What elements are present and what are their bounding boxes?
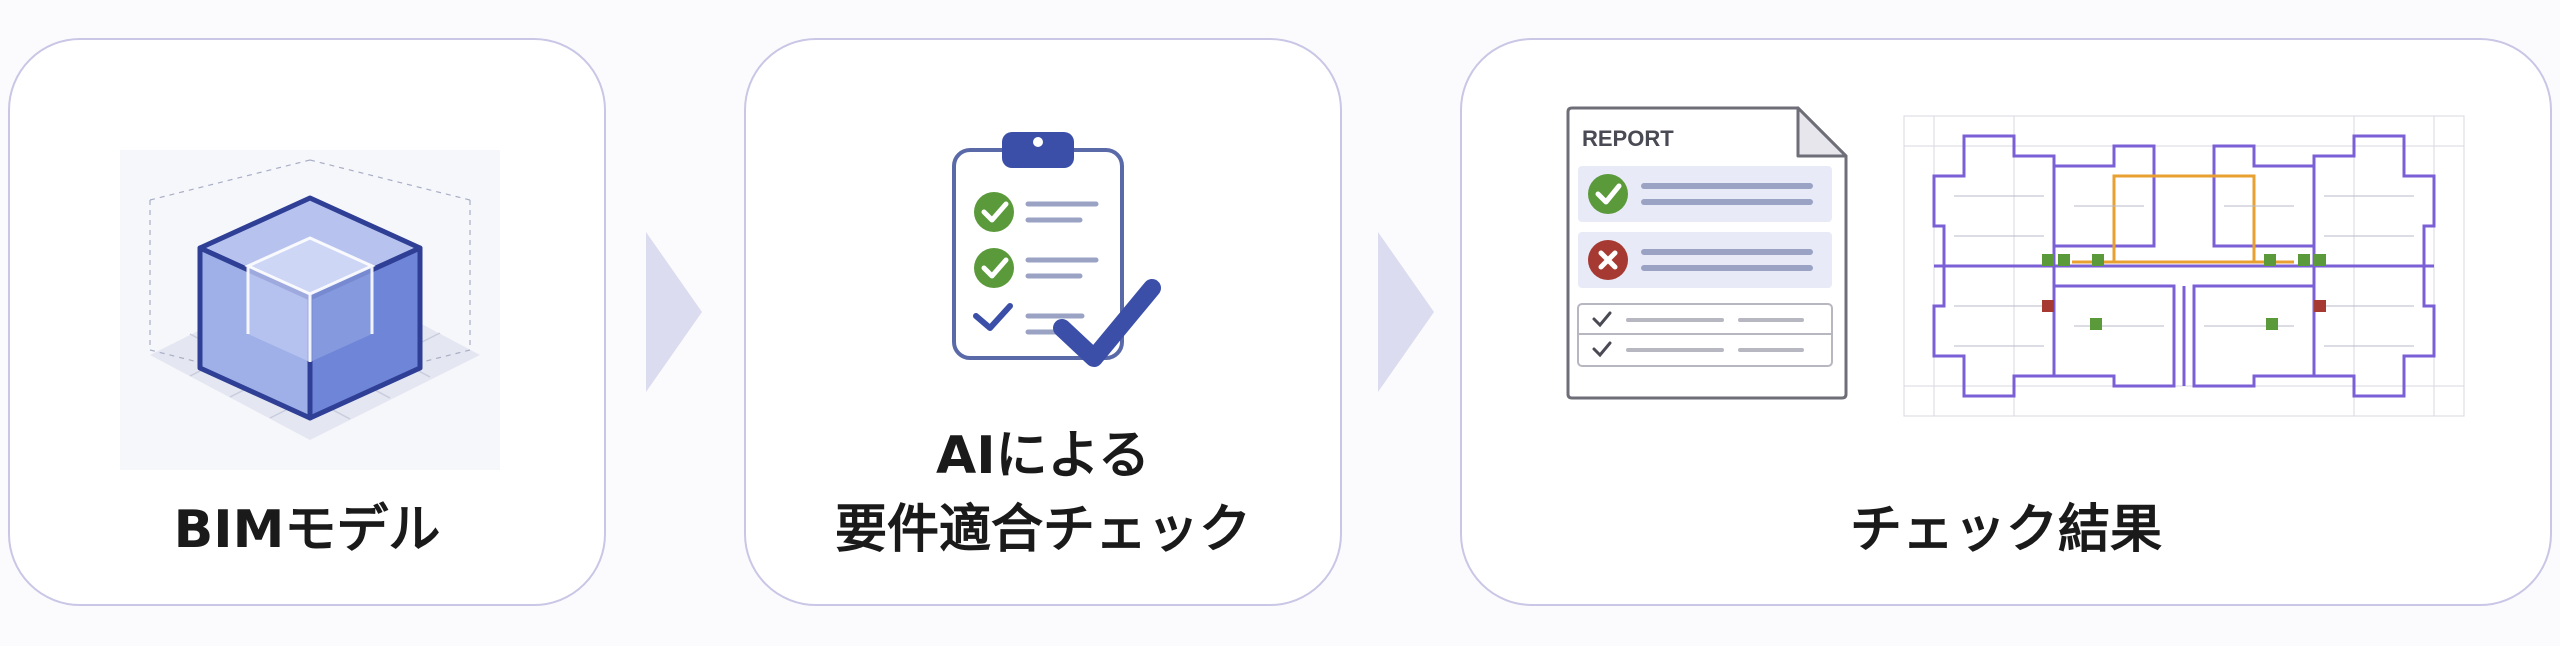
chevron-right-icon [1378,232,1434,392]
report-document-icon: REPORT [1566,106,1848,400]
chevron-right-icon [646,232,702,392]
step-label-check-results: チェック結果 [1849,500,2162,560]
floor-plan-image [1903,115,2465,417]
report-title: REPORT [1582,126,1674,151]
clipboard-check-icon [952,132,1161,367]
step-label-ai-line2: 要件適合チェック [834,500,1251,560]
step-panel-check-results: REPORT [1460,38,2552,606]
step-panel-ai-check: AIによる 要件適合チェック [744,38,1342,606]
step-label-bim-model: BIMモデル [173,500,441,560]
step-panel-bim-model: BIMモデル [8,38,606,606]
step-label-ai-line1: AIによる [935,426,1151,486]
bim-cube-icon [120,150,500,470]
